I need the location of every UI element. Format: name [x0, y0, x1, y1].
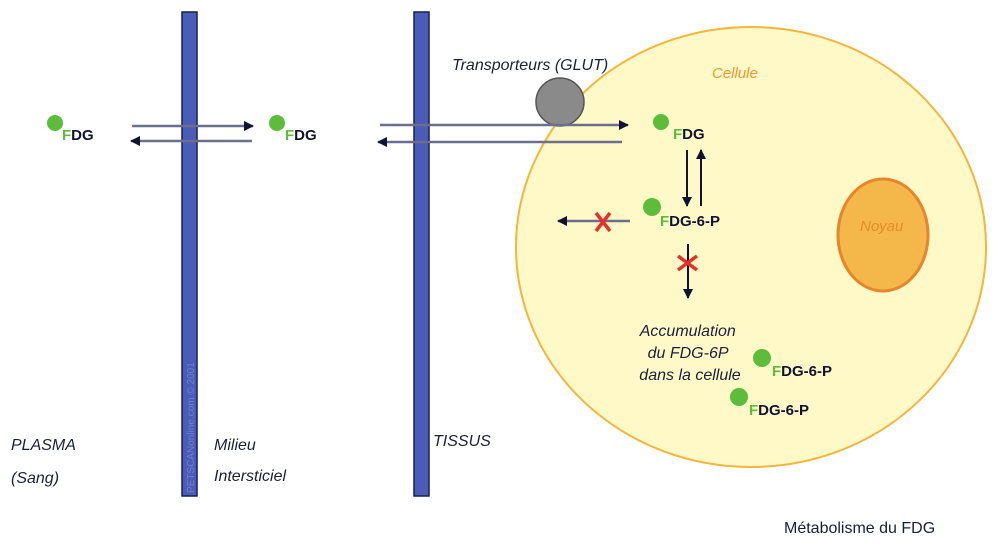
fdg6p-accumulated: FDG-6-P	[730, 388, 809, 419]
svg-text:FDG-6-P: FDG-6-P	[749, 402, 809, 419]
fdg-plasma: FDG	[47, 115, 94, 144]
fdg6p-suffix: DG-6-P	[781, 363, 832, 380]
interstitial-label: Milieu Intersticiel	[214, 437, 286, 485]
nucleus-label: Noyau	[860, 218, 904, 235]
svg-text:FDG: FDG	[673, 126, 705, 143]
fdg-suffix: DG	[71, 127, 94, 144]
fdg6p-dot	[753, 349, 771, 367]
cell-body	[515, 26, 987, 468]
svg-text:FDG: FDG	[62, 127, 94, 144]
fdg-suffix: DG	[294, 127, 317, 144]
fdg6p-suffix: DG-6-P	[758, 402, 809, 419]
plasma-label: PLASMA (Sang)	[11, 437, 80, 487]
membrane-cellular	[413, 11, 430, 497]
nucleus	[836, 177, 930, 293]
fdg6p-prefix: F	[772, 363, 781, 380]
fdg-dot	[653, 114, 669, 130]
svg-text:FDG: FDG	[285, 127, 317, 144]
svg-text:FDG-6-P: FDG-6-P	[660, 213, 720, 230]
fdg-prefix: F	[62, 127, 71, 144]
membrane-vascular	[181, 11, 198, 497]
fdg6p-dot	[643, 198, 661, 216]
svg-text:FDG-6-P: FDG-6-P	[772, 363, 832, 380]
fdg-prefix: F	[285, 127, 294, 144]
fdg-interstitial: FDG	[269, 115, 317, 144]
cell-label: Cellule	[712, 65, 758, 82]
fdg6p-accumulated: FDG-6-P	[753, 349, 832, 380]
fdg6p-prefix: F	[749, 402, 758, 419]
fdg-suffix: DG	[682, 126, 705, 143]
fdg6p-dot	[730, 388, 748, 406]
tissue-label: TISSUS	[433, 433, 491, 450]
watermark: PETSCANonline.com © 2001	[186, 362, 197, 493]
fdg-prefix: F	[673, 126, 682, 143]
accumulation-text: Accumulation du FDG-6P dans la cellule	[639, 323, 741, 384]
fdg-cell: FDG	[653, 114, 705, 143]
block-x-icon	[676, 254, 699, 272]
glut-transporter	[535, 77, 585, 127]
transporter-label: Transporteurs (GLUT)	[452, 57, 608, 74]
fdg-dot	[47, 115, 63, 131]
fdg-dot	[269, 115, 285, 131]
figure-caption: Métabolisme du FDG	[784, 520, 935, 537]
block-x-icon	[594, 211, 612, 233]
fdg6p-prefix: F	[660, 213, 669, 230]
fdg6p-suffix: DG-6-P	[669, 213, 720, 230]
fdg6p-cell: FDG-6-P	[643, 198, 720, 230]
